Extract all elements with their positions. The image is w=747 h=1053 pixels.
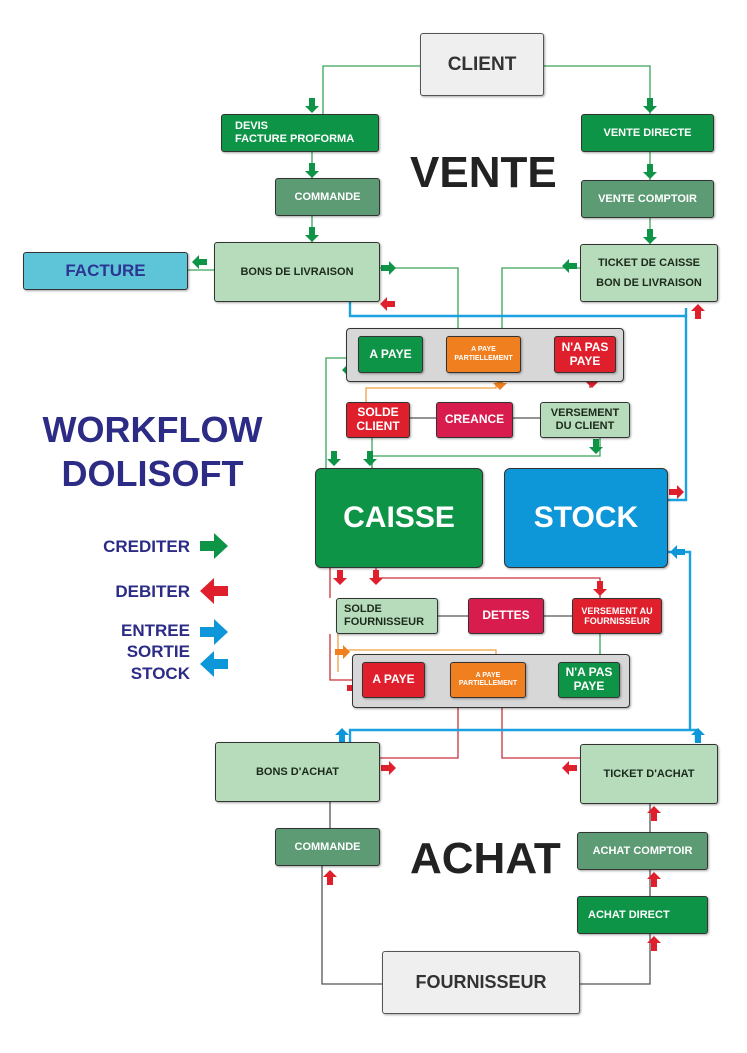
legend-debiter: DEBITER: [115, 582, 190, 601]
client-node[interactable]: CLIENT: [420, 33, 544, 96]
vente-title: VENTE: [410, 148, 557, 197]
achat-comptoir-node[interactable]: ACHAT COMPTOIR: [577, 832, 708, 870]
legend-debiter-arrow: [200, 578, 228, 604]
legend-sortie-arrow: [200, 651, 228, 677]
connector-stock-out-top: [348, 302, 688, 318]
paye-partiel-vente-node[interactable]: A PAYE PARTIELLEMENT: [446, 336, 521, 373]
ticket-caisse-node[interactable]: TICKET DE CAISSE BON DE LIVRAISON: [580, 244, 718, 302]
solde-fournisseur-line2: FOURNISSEUR: [344, 616, 425, 628]
commande-achat-node[interactable]: COMMANDE: [275, 828, 380, 866]
bons-livraison-node[interactable]: BONS DE LIVRAISON: [214, 242, 380, 302]
connector-client-devis: [322, 65, 420, 114]
bons-achat-node[interactable]: BONS D'ACHAT: [215, 742, 380, 802]
commande-vente-node[interactable]: COMMANDE: [275, 178, 380, 216]
paye-partiel-achat-line2: PARTIELLEMENT: [458, 680, 518, 687]
workflow-title-line1: WORKFLOW: [42, 409, 263, 450]
fournisseur-node[interactable]: FOURNISSEUR: [382, 951, 580, 1014]
facture-node[interactable]: FACTURE: [23, 252, 188, 290]
legend-crediter-arrow: [200, 533, 228, 559]
na-pas-paye-achat-line2: PAYE: [573, 679, 605, 693]
versement-fournisseur-node[interactable]: VERSEMENT AU FOURNISSEUR: [572, 598, 662, 634]
devis-node[interactable]: DEVIS FACTURE PROFORMA: [221, 114, 379, 152]
connector-ticket-panel: [501, 267, 580, 328]
versement-client-line2: DU CLIENT: [555, 420, 615, 432]
workflow-title-line2: DOLISOFT: [61, 453, 244, 494]
workflow-title: WORKFLOW DOLISOFT: [30, 408, 275, 496]
ticket-caisse-line1: TICKET DE CAISSE: [597, 257, 701, 269]
connector-bons-panel: [380, 267, 459, 328]
connector-stock-right-top: [668, 316, 688, 502]
dettes-node[interactable]: DETTES: [468, 598, 544, 634]
na-pas-paye-achat-line1: N'A PAS: [565, 665, 613, 680]
paye-partiel-achat-line1: A PAYE: [475, 671, 501, 679]
legend-crediter: CREDITER: [103, 537, 190, 556]
na-pas-paye-vente-line1: N'A PAS: [561, 339, 609, 354]
ticket-achat-node[interactable]: TICKET D'ACHAT: [580, 744, 718, 804]
connector-panel-bons-achat: [380, 708, 459, 759]
vente-comptoir-node[interactable]: VENTE COMPTOIR: [581, 180, 714, 218]
achat-direct-node[interactable]: ACHAT DIRECT: [577, 896, 708, 934]
paye-partiel-vente-line2: PARTIELLEMENT: [454, 354, 513, 362]
connector-fourn-direct: [580, 934, 651, 985]
solde-client-line2: CLIENT: [356, 419, 400, 433]
stock-node[interactable]: STOCK: [504, 468, 668, 568]
paye-partiel-achat-node[interactable]: A PAYE PARTIELLEMENT: [450, 662, 526, 698]
connector-fourn-commande: [321, 866, 382, 985]
connector-red-apaye: [329, 634, 352, 681]
versement-fournisseur-line1: VERSEMENT AU: [581, 605, 653, 616]
solde-fournisseur-line1: SOLDE: [344, 603, 382, 616]
versement-client-node[interactable]: VERSEMENT DU CLIENT: [540, 402, 630, 438]
na-pas-paye-achat-node[interactable]: N'A PAS PAYE: [558, 662, 620, 698]
solde-client-node[interactable]: SOLDE CLIENT: [346, 402, 410, 438]
devis-line2: FACTURE PROFORMA: [235, 133, 355, 145]
achat-title: ACHAT: [410, 834, 561, 883]
a-paye-achat-node[interactable]: A PAYE: [362, 662, 425, 698]
paye-partiel-vente-line1: A PAYE: [471, 346, 496, 354]
caisse-node[interactable]: CAISSE: [315, 468, 483, 568]
versement-client-line1: VERSEMENT: [550, 407, 620, 420]
devis-line1: DEVIS: [235, 120, 269, 133]
a-paye-vente-node[interactable]: A PAYE: [358, 336, 423, 373]
solde-client-line1: SOLDE: [357, 405, 399, 420]
versement-fournisseur-line2: FOURNISSEUR: [584, 616, 650, 626]
connector-panel-ticket-achat: [501, 708, 580, 759]
legend-sortie: SORTIE: [126, 642, 190, 661]
ticket-caisse-line2: BON DE LIVRAISON: [596, 277, 702, 289]
legend-entree: ENTREE: [121, 621, 190, 640]
solde-fournisseur-node[interactable]: SOLDE FOURNISSEUR: [336, 598, 438, 634]
legend-entree-arrow: [200, 619, 228, 645]
na-pas-paye-vente-line2: PAYE: [569, 353, 601, 368]
legend-stock: STOCK: [130, 664, 190, 683]
vente-directe-node[interactable]: VENTE DIRECTE: [581, 114, 714, 152]
legend-arrows: [200, 533, 228, 677]
na-pas-paye-vente-node[interactable]: N'A PAS PAYE: [554, 336, 616, 373]
creance-node[interactable]: CREANCE: [436, 402, 513, 438]
